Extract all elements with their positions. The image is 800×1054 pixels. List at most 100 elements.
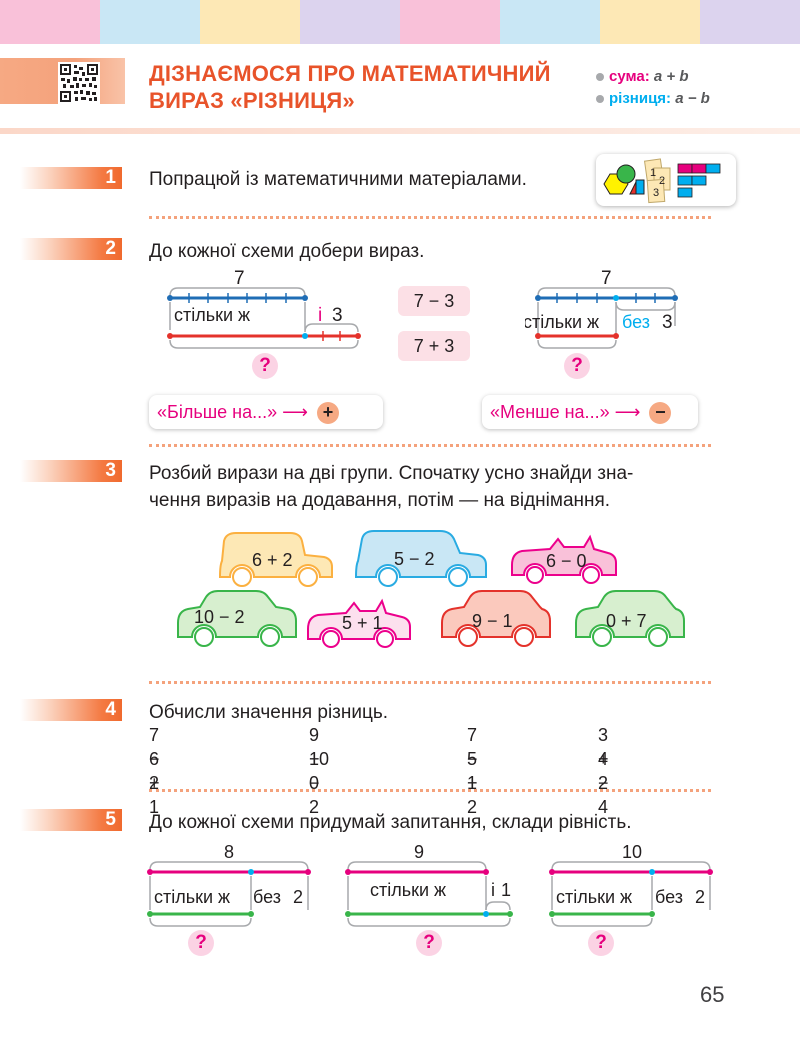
legend-sum-label: сума: (609, 68, 650, 85)
car-label: 9 − 1 (472, 611, 513, 631)
page-title-line2: ВИРАЗ «РІЗНИЦЯ» (149, 88, 355, 113)
task-number: 3 (105, 460, 116, 481)
task-3-text-line2: чення виразів на додавання, потім — на в… (149, 490, 611, 511)
total-brace (347, 861, 487, 871)
car-expression[interactable]: 9 − 1 (441, 590, 551, 647)
dotted-separator (149, 216, 711, 219)
scheme-connector: без (655, 887, 683, 907)
split-point (483, 911, 489, 917)
question-brace (551, 917, 653, 927)
car-label: 6 + 2 (252, 550, 293, 570)
grid-expression: 9 + 0 (309, 725, 320, 793)
segment-end (167, 295, 173, 301)
segment-end (649, 911, 655, 917)
car-expression[interactable]: 6 + 2 (218, 532, 333, 587)
scheme-value: 1 (501, 880, 511, 900)
segment-end (672, 295, 678, 301)
segment-end (535, 333, 541, 339)
segment-end (507, 911, 513, 917)
task-1-text: Попрацюй із математичними матеріалами. (149, 169, 527, 190)
grid-expression: 6 + 1 (149, 749, 160, 817)
scheme-connector: і (318, 305, 322, 326)
car-wheel (322, 630, 340, 648)
car-expression[interactable]: 6 − 0 (511, 534, 617, 584)
qr-code-icon[interactable] (58, 62, 100, 104)
car-wheel (378, 567, 398, 587)
car-wheel (582, 566, 600, 584)
scheme-part-label: стільки ж (556, 887, 632, 907)
car-expression[interactable]: 5 + 1 (307, 598, 411, 648)
car-expression[interactable]: 5 − 2 (354, 530, 487, 587)
scheme-connector: і (491, 880, 495, 900)
stripe (300, 0, 400, 44)
task-number-badge: 1 (20, 167, 122, 189)
scheme-connector: без (622, 312, 650, 332)
segment-end (613, 333, 619, 339)
card-digit-1: 1 (650, 167, 656, 179)
segment-end (167, 333, 173, 339)
scheme-addend: 3 (332, 305, 343, 326)
scheme-5-1: 8 стільки ж без 2 (147, 842, 311, 927)
grid-expression: 3 + 2 (598, 725, 609, 793)
arrow-icon: ⟶ (282, 402, 308, 422)
value-brace (485, 901, 511, 911)
task-5-text: До кожної схеми придумай запитання, скла… (149, 812, 632, 833)
task-3-text: Розбий вирази на дві групи. Спочатку усн… (149, 460, 633, 514)
question-mark-badge: ? (188, 930, 214, 956)
car-body (218, 532, 333, 578)
car-wheel (458, 627, 478, 647)
car-wheel (448, 567, 468, 587)
task-number-badge: 2 (20, 238, 122, 260)
scheme-right: 7 стільки ж без 3 (525, 268, 678, 349)
math-materials-card: 1 2 3 (596, 154, 736, 206)
segment-end (355, 333, 361, 339)
segment-end (305, 869, 311, 875)
car-body (441, 590, 551, 638)
addend-brace (304, 323, 359, 333)
split-point (248, 869, 254, 875)
dotted-separator (149, 444, 711, 447)
car-wheel (194, 627, 214, 647)
question-mark-badge: ? (416, 930, 442, 956)
question-brace (149, 917, 252, 927)
more-than-label: «Більше на...» (157, 402, 278, 422)
scheme-total: 7 (601, 268, 612, 289)
segment-end (147, 911, 153, 917)
split-point (649, 869, 655, 875)
question-brace (169, 339, 359, 349)
bullet-icon (596, 95, 604, 104)
split-point (613, 295, 619, 301)
expression-box[interactable]: 7 − 3 (398, 286, 470, 316)
grid-expression: 7 − 1 (467, 725, 478, 793)
segment-end (302, 295, 308, 301)
legend-diff-formula: a − b (675, 90, 710, 107)
car-expression[interactable]: 10 − 2 (177, 590, 297, 647)
task-2-text: До кожної схеми добери вираз. (149, 241, 425, 262)
segment-end (345, 911, 351, 917)
car-body (354, 530, 487, 578)
task-number: 1 (105, 167, 116, 188)
car-expression[interactable]: 0 + 7 (575, 590, 685, 647)
segment-end (535, 295, 541, 301)
scheme-part-label: стільки ж (525, 312, 599, 332)
segment-end (248, 911, 254, 917)
expression-box[interactable]: 7 + 3 (398, 331, 470, 361)
scheme-total: 9 (414, 842, 424, 862)
car-wheel (232, 567, 252, 587)
bullet-icon (596, 73, 604, 82)
segment-end (707, 869, 713, 875)
car-body (307, 598, 411, 640)
task-number-badge: 3 (20, 460, 122, 482)
stripe (700, 0, 800, 44)
scheme-total: 10 (622, 842, 642, 862)
car-label: 5 − 2 (394, 549, 435, 569)
legend-sum: сума: a + b (596, 66, 710, 88)
scheme-value: 2 (293, 887, 303, 907)
dotted-separator (149, 681, 711, 684)
subtrahend-brace (615, 301, 676, 311)
grid-expression: 10 − 2 (309, 749, 330, 817)
arrow-icon: ⟶ (614, 402, 641, 422)
minus-icon: − (649, 402, 672, 425)
legend-sum-formula: a + b (653, 68, 689, 85)
segment-end (483, 869, 489, 875)
